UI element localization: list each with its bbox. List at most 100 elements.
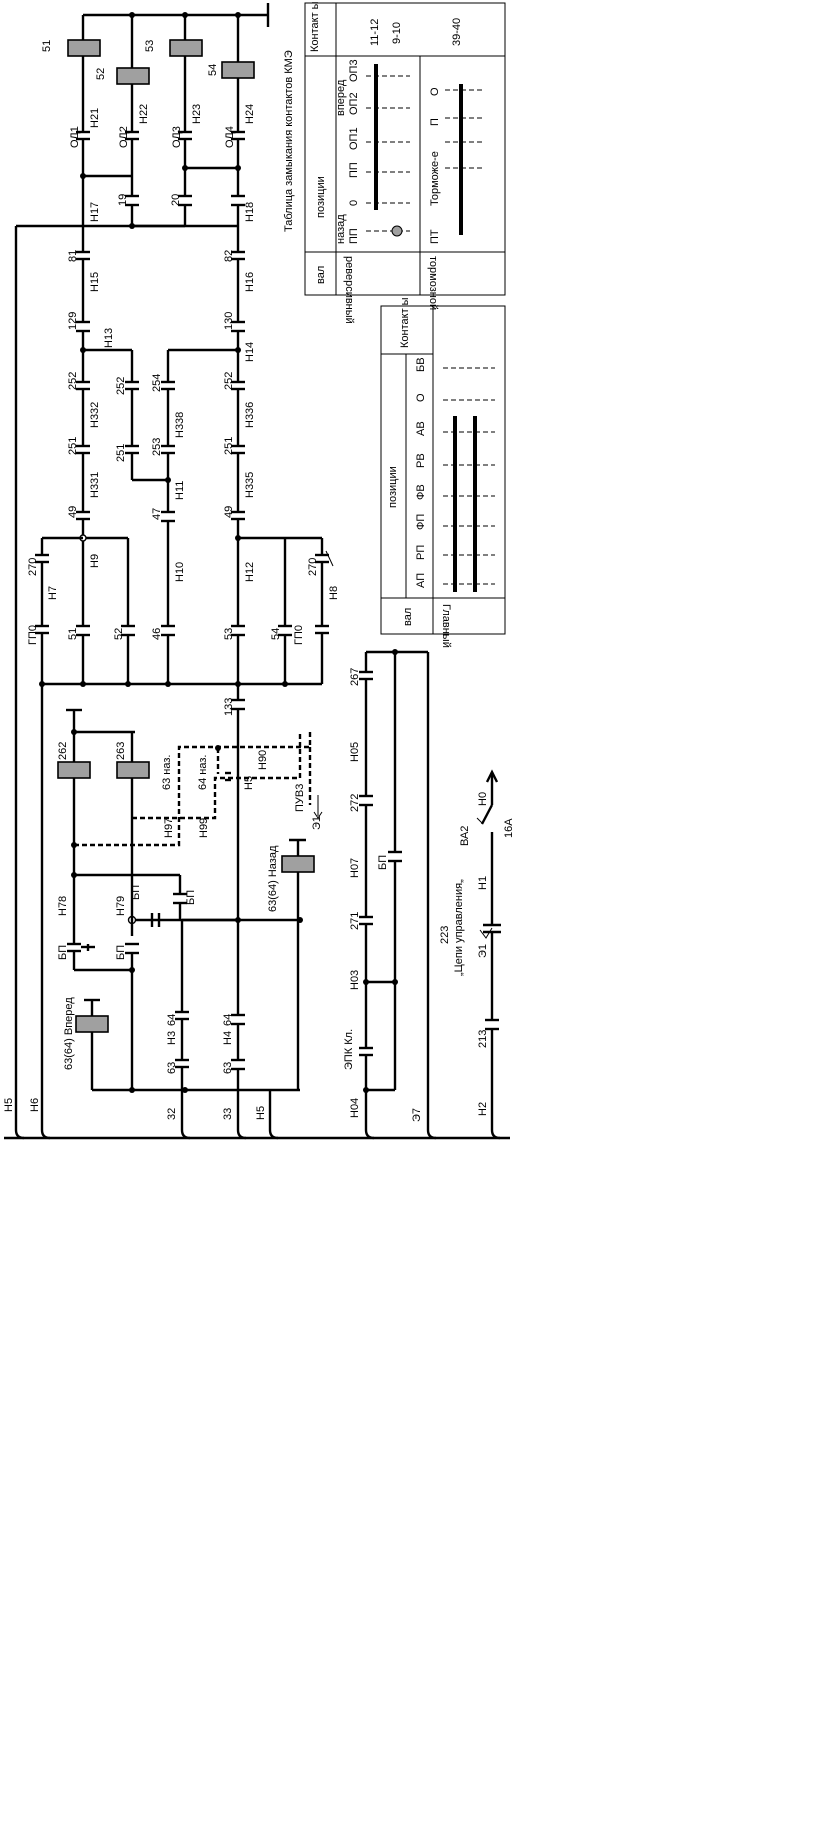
table1-brake-pos-2: О [429, 87, 441, 96]
table1-row2: тормозной [427, 256, 439, 310]
table1-naz: назад [335, 214, 347, 244]
label-od4: ОД4 [224, 126, 236, 148]
label-253: 253 [151, 438, 163, 456]
label-251a: 251 [67, 437, 79, 455]
label-n79: Н79 [115, 896, 127, 916]
label-63naz: 63 наз. [161, 755, 173, 790]
table2-pos-0: АП [415, 573, 427, 588]
label-n5-bottom: Н5 [255, 1106, 267, 1120]
label-gp0b: ГП0 [293, 625, 305, 645]
label-n23: Н23 [191, 104, 203, 124]
label-82: 82 [223, 250, 235, 262]
table1-brake-label: Торможе-е [429, 151, 441, 206]
table1-brake-pos-0: ПТ [429, 229, 441, 244]
table2-pos-1: РП [415, 545, 427, 560]
table-main-shaft: вал позиции Контакт ы Главный АП РП ФП Ф… [380, 297, 506, 648]
main-verticals: 81 Н15 82 Н16 129 Н13 130 Н14 252 Н332 2… [27, 168, 340, 700]
label-bp4: БП [185, 890, 197, 905]
label-n22: Н22 [138, 104, 150, 124]
label-51: 51 [67, 628, 79, 640]
table-kme: Таблица замыкания контактов КМЭ вал пози… [283, 1, 506, 324]
label-53: 53 [223, 628, 235, 640]
label-n1: Н1 [477, 876, 489, 890]
label-n78: Н78 [57, 896, 69, 916]
table1-contact-2: 39-40 [451, 18, 463, 46]
label-bp5: БП [377, 855, 389, 870]
top-coil-section: 51 53 52 54 Н21 Н22 Н23 Н24 ОД1 ОД2 ОД3 … [41, 3, 270, 229]
coil-263-label: 263 [115, 742, 127, 760]
table1-col-val: вал [315, 266, 327, 284]
label-20: 20 [170, 194, 182, 206]
label-e1: Э1 [311, 816, 323, 830]
label-n7: Н7 [47, 586, 59, 600]
coil-53 [169, 39, 203, 57]
label-252a: 252 [67, 372, 79, 390]
table1-pos-1: 0 [348, 200, 360, 206]
lower-section: Н5 Н6 133 Н5 262 263 63 наз. 64 наз. [3, 224, 515, 1140]
label-n2: Н2 [477, 1102, 489, 1116]
label-223: 223 [439, 926, 451, 944]
label-n9: Н9 [89, 554, 101, 568]
table2-pos-2: ФП [415, 514, 427, 530]
label-129: 129 [67, 312, 79, 330]
table2-col-contacts: Контакт ы [399, 297, 411, 348]
label-133: 133 [223, 698, 235, 716]
table1-pos-0: ПП [348, 228, 360, 244]
label-251c: 251 [223, 437, 235, 455]
table2-pos-3: ФВ [415, 484, 427, 500]
label-213: 213 [477, 1030, 489, 1048]
label-49b: 49 [223, 506, 235, 518]
label-n336: Н336 [244, 402, 256, 428]
coil-52-label: 52 [95, 68, 107, 80]
coil-54 [221, 61, 255, 79]
coil-262 [57, 761, 91, 779]
label-n5-left: Н5 [3, 1098, 15, 1112]
label-n99: Н99 [198, 818, 210, 838]
label-n97: Н97 [163, 818, 175, 838]
coil-54-label: 54 [207, 64, 219, 76]
label-epk: ЭПК Кл. [343, 1029, 355, 1070]
label-n338: Н338 [174, 412, 186, 438]
label-od3: ОД3 [171, 126, 183, 148]
label-bp1: БП [57, 945, 69, 960]
table1-title: Таблица замыкания контактов КМЭ [283, 50, 295, 232]
label-64b: 64 [222, 1014, 234, 1026]
label-n05: Н05 [349, 742, 361, 762]
label-252c: 252 [223, 372, 235, 390]
label-n8: Н8 [328, 586, 340, 600]
table1-pos-5: ОП3 [348, 59, 360, 82]
label-267: 267 [349, 668, 361, 686]
coil-53-label: 53 [144, 40, 156, 52]
label-e1b: Э1 [477, 944, 489, 958]
label-n14: Н14 [244, 342, 256, 362]
label-272: 272 [349, 794, 361, 812]
label-n13: Н13 [103, 328, 115, 348]
coil-back-label: 63(64) Назад [267, 845, 279, 912]
label-n3: Н3 [166, 1031, 178, 1045]
label-od1: ОД1 [69, 126, 81, 148]
coil-262-label: 262 [57, 742, 69, 760]
label-va2: ВА2 [459, 826, 471, 846]
label-130: 130 [223, 312, 235, 330]
label-64a: 64 [166, 1014, 178, 1026]
coil-forward-label: 63(64) Вперед [63, 997, 75, 1070]
table1-contact-1: 9-10 [391, 22, 403, 44]
label-n335: Н335 [244, 472, 256, 498]
label-251b: 251 [115, 444, 127, 462]
label-n07: Н07 [349, 858, 361, 878]
table1-vpered: вперед [335, 79, 347, 116]
table1-pos-4: ОП2 [348, 92, 360, 115]
table2-col-val: вал [402, 608, 414, 626]
label-n12: Н12 [244, 562, 256, 582]
table2-pos-7: БВ [415, 357, 427, 372]
label-52: 52 [113, 628, 125, 640]
label-n0: Н0 [477, 792, 489, 806]
label-n18: Н18 [244, 202, 256, 222]
label-252b: 252 [115, 377, 127, 395]
coil-263 [116, 761, 150, 779]
table1-brake-pos-1: П [429, 118, 441, 126]
table1-col-pos: позиции [315, 176, 327, 218]
table1-pos-3: ОП1 [348, 127, 360, 150]
label-254: 254 [151, 374, 163, 392]
